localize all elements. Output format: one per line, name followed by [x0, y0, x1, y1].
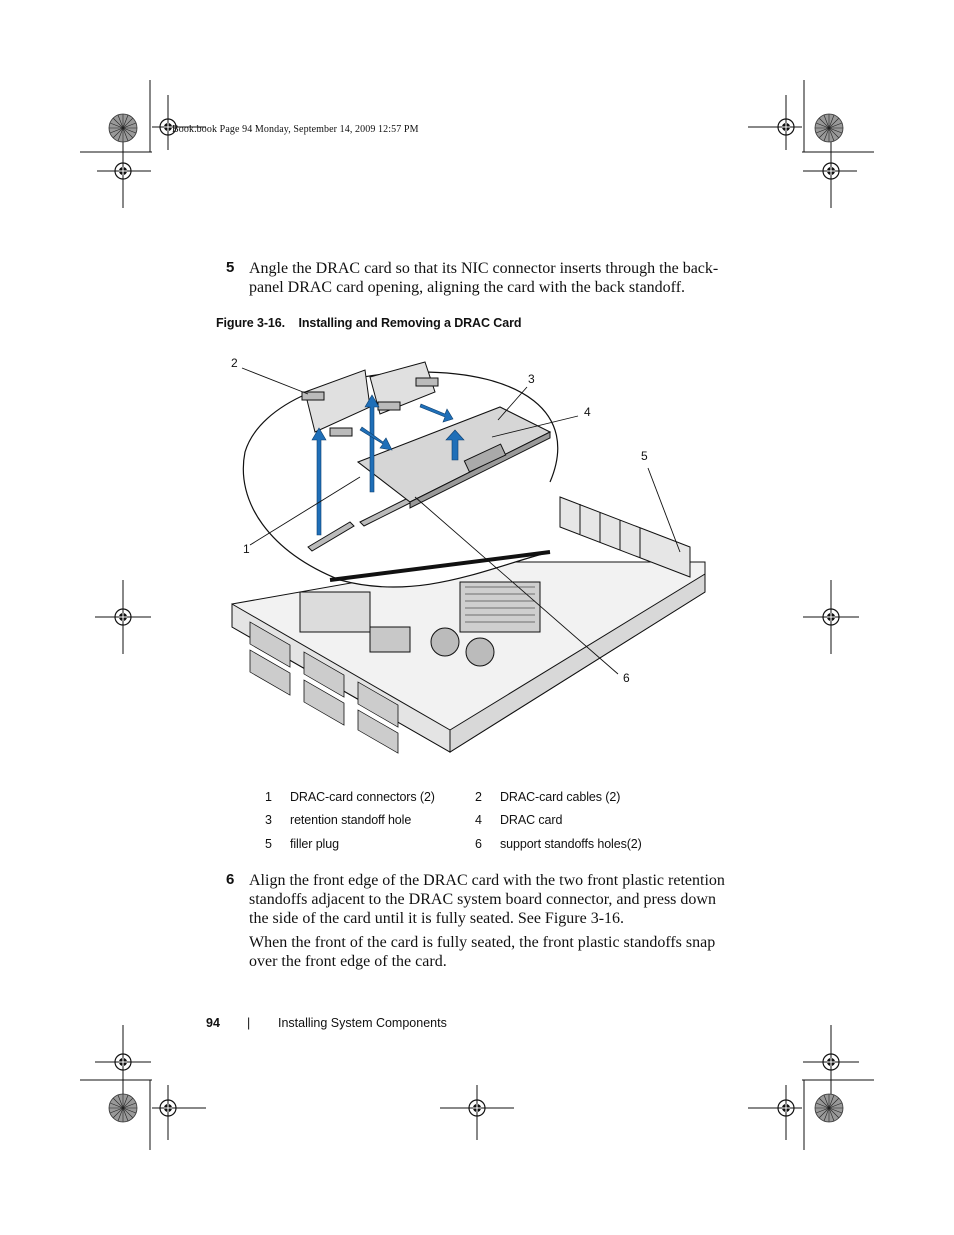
page-number: 94 — [206, 1016, 220, 1030]
legend-row: 5 filler plug 6 support standoffs holes(… — [265, 832, 642, 856]
drac-card-connector — [307, 521, 355, 552]
legend-number: 3 — [265, 813, 272, 828]
legend-number: 2 — [475, 789, 482, 804]
legend-row: 1 DRAC-card connectors (2) 2 DRAC-card c… — [265, 785, 642, 809]
footer-section-title: Installing System Components — [278, 1016, 447, 1030]
callout-2: 2 — [231, 356, 238, 370]
step-6-note-line-1: When the front of the card is fully seat… — [249, 934, 716, 951]
footer-separator: | — [247, 1016, 251, 1030]
callout-4: 4 — [584, 405, 591, 419]
installation-arrows — [311, 394, 465, 536]
server-chassis — [231, 496, 706, 754]
step-6-number: 6 — [226, 871, 235, 888]
legend-number: 6 — [475, 836, 482, 851]
step-6-note: When the front of the card is fully seat… — [249, 933, 715, 971]
step-5-text: Angle the DRAC card so that its NIC conn… — [249, 259, 718, 297]
callout-3: 3 — [528, 372, 535, 386]
step-6-text: Align the front edge of the DRAC card wi… — [249, 871, 725, 928]
callout-1: 1 — [243, 542, 250, 556]
drac-card-illustration: 2 3 4 5 1 6 — [231, 356, 706, 754]
legend-label: retention standoff hole — [290, 813, 412, 828]
callout-5: 5 — [641, 449, 648, 463]
legend-label: filler plug — [290, 836, 339, 851]
step-5-line-2: panel DRAC card opening, aligning the ca… — [249, 279, 686, 296]
step-5-number: 5 — [226, 259, 235, 276]
step-5-line-1: Angle the DRAC card so that its NIC conn… — [249, 260, 719, 277]
print-info-header: Book.book Page 94 Monday, September 14, … — [172, 124, 419, 135]
legend-number: 4 — [475, 813, 482, 828]
legend-label: DRAC-card connectors (2) — [290, 789, 435, 804]
legend-label: DRAC-card cables (2) — [500, 789, 621, 804]
figure-caption: Figure 3-16. Installing and Removing a D… — [216, 316, 522, 330]
drac-card-cables — [301, 361, 439, 437]
figure-legend: 1 DRAC-card connectors (2) 2 DRAC-card c… — [265, 785, 642, 856]
step-6-note-line-2: over the front edge of the card. — [249, 953, 447, 970]
legend-label: support standoffs holes(2) — [500, 836, 642, 851]
callout-6: 6 — [623, 671, 630, 685]
legend-row: 3 retention standoff hole 4 DRAC card — [265, 809, 642, 833]
legend-number: 5 — [265, 836, 272, 851]
legend-label: DRAC card — [500, 813, 563, 828]
step-6-line-1: Align the front edge of the DRAC card wi… — [249, 872, 725, 889]
step-6-line-3: the side of the card until it is fully s… — [249, 910, 625, 927]
legend-number: 1 — [265, 789, 272, 804]
step-6-line-2: standoffs adjacent to the DRAC system bo… — [249, 891, 716, 908]
